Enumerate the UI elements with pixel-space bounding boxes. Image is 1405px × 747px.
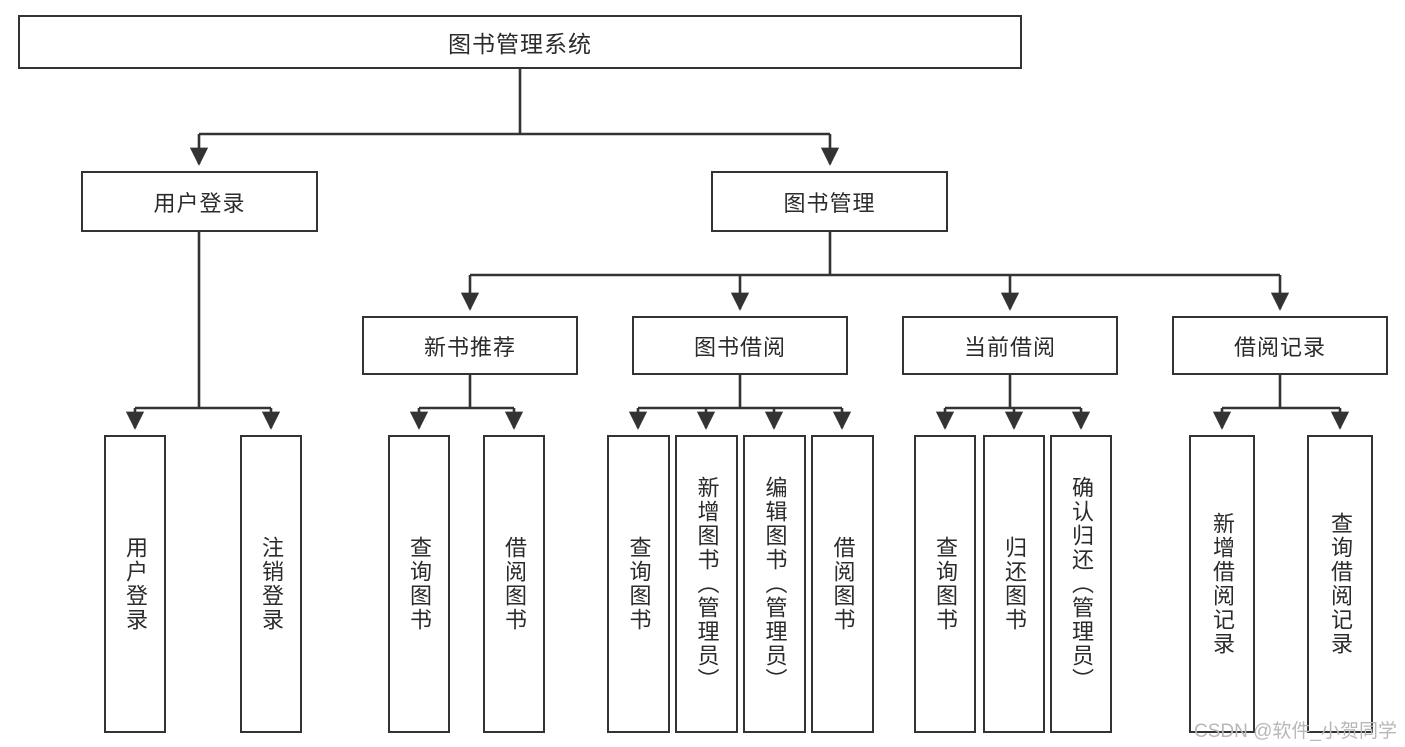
leaf-node-label: 新增图书（管理员） xyxy=(694,476,720,692)
leaf-node-label: 查询借阅记录 xyxy=(1328,512,1353,656)
edge-group-root xyxy=(189,69,840,166)
edge-group-user-login xyxy=(125,232,281,430)
leaf-node[interactable]: 新增借阅记录 xyxy=(1189,435,1255,733)
leaf-node[interactable]: 查询借阅记录 xyxy=(1307,435,1373,733)
leaf-node-label: 用户登录 xyxy=(123,536,148,632)
edge-group-book-mgmt xyxy=(460,232,1290,311)
edge-group-book-borrow xyxy=(628,375,852,430)
node-book-management[interactable]: 图书管理 xyxy=(711,171,948,232)
leaf-node-label: 查询图书 xyxy=(626,536,652,632)
leaf-node[interactable]: 用户登录 xyxy=(104,435,166,733)
node-book-borrow-label: 图书借阅 xyxy=(693,334,786,360)
leaf-node-label: 查询图书 xyxy=(407,536,432,632)
leaf-node-label: 归还图书 xyxy=(1002,536,1027,632)
leaf-node[interactable]: 查询图书 xyxy=(388,435,450,733)
node-borrow-records-label: 借阅记录 xyxy=(1233,334,1326,360)
leaf-node-label: 借阅图书 xyxy=(830,536,856,632)
leaf-node[interactable]: 查询图书 xyxy=(914,435,976,733)
leaf-node[interactable]: 借阅图书 xyxy=(483,435,545,733)
node-new-book-recommend-label: 新书推荐 xyxy=(423,334,516,360)
edge-group-current-borrow xyxy=(935,375,1091,430)
csdn-watermark: CSDN @软件_小贺同学 xyxy=(1194,721,1397,742)
leaf-node-label: 新增借阅记录 xyxy=(1210,512,1235,656)
leaf-node[interactable]: 借阅图书 xyxy=(811,435,874,733)
leaf-node-label: 编辑图书（管理员） xyxy=(762,476,788,692)
node-borrow-records[interactable]: 借阅记录 xyxy=(1172,316,1388,375)
edge-group-borrow-records xyxy=(1212,375,1350,430)
node-new-book-recommend[interactable]: 新书推荐 xyxy=(362,316,578,375)
leaf-node-label: 注销登录 xyxy=(259,536,284,632)
leaf-node[interactable]: 确认归还（管理员） xyxy=(1050,435,1112,733)
node-book-management-label: 图书管理 xyxy=(783,190,876,216)
node-root[interactable]: 图书管理系统 xyxy=(18,15,1022,69)
leaf-node-label: 查询图书 xyxy=(933,536,958,632)
node-root-label: 图书管理系统 xyxy=(448,31,592,57)
leaf-node-label: 借阅图书 xyxy=(502,536,527,632)
leaf-node[interactable]: 查询图书 xyxy=(607,435,670,733)
node-user-login[interactable]: 用户登录 xyxy=(81,171,318,232)
leaf-node[interactable]: 编辑图书（管理员） xyxy=(743,435,806,733)
node-current-borrow[interactable]: 当前借阅 xyxy=(902,316,1118,375)
node-current-borrow-label: 当前借阅 xyxy=(963,334,1056,360)
leaf-node[interactable]: 归还图书 xyxy=(983,435,1045,733)
edge-group-new-books xyxy=(409,375,524,430)
leaf-node[interactable]: 注销登录 xyxy=(240,435,302,733)
node-user-login-label: 用户登录 xyxy=(153,190,246,216)
leaf-node-label: 确认归还（管理员） xyxy=(1069,476,1094,692)
leaf-node[interactable]: 新增图书（管理员） xyxy=(675,435,738,733)
node-book-borrow[interactable]: 图书借阅 xyxy=(632,316,848,375)
